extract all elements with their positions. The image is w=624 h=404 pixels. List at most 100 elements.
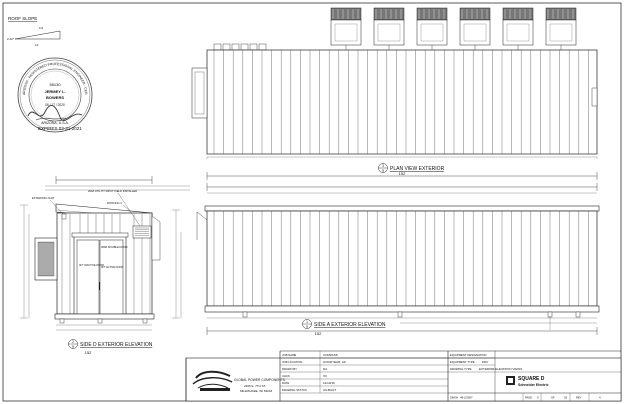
drawing-type-label: DRAWING TYPE <box>450 367 472 371</box>
plan-hvac-units <box>330 7 577 50</box>
side-d-exterior-light <box>61 213 67 220</box>
equipment-type-value: PDC <box>482 360 489 364</box>
lifting-lug <box>575 311 581 318</box>
disconnect-box <box>240 43 249 51</box>
company-line3: MILWAUKEE, WI 53218 <box>240 389 273 393</box>
side-a-view-sheet: 9 <box>306 325 308 329</box>
rooftop-hvac-unit <box>545 7 577 50</box>
rev-value: 4 <box>599 396 601 400</box>
side-d-inactive-door-label: 3FT INACTIVE DOOR <box>79 264 104 267</box>
roof-slope-title: ROOF SLOPE <box>8 16 37 21</box>
page-label: PAGE <box>525 396 532 400</box>
side-d-panel-louver <box>135 227 149 236</box>
roof-slope-detail: ROOF SLOPE 1/2 2.42° 12 <box>7 16 61 47</box>
plan-disconnect-boxes <box>213 43 267 51</box>
side-d-exterior-light-label: EXTERIOR LIGHT <box>32 196 55 200</box>
title-field-value: XX <box>323 374 327 378</box>
seal-state: ARIZONA, U.S.A. <box>41 121 69 125</box>
page-value: 9 <box>537 396 539 400</box>
equipment-designation-label: EQUIPMENT DESIGNATION <box>450 353 486 357</box>
company-line2: 2306 E. 7TH ST. <box>244 384 266 388</box>
rooftop-hvac-unit <box>373 7 405 50</box>
lifting-lug <box>142 318 148 324</box>
side-d-double-door-label: 3068 DOUBLE DOOR <box>101 245 128 249</box>
side-a-view-title: SIDE A EXTERIOR ELEVATION <box>314 322 386 328</box>
title-field-label: DRAWN BY <box>282 367 297 371</box>
brand-line2: Schneider Electric <box>518 383 549 387</box>
title-field-value: GOODYEAR, AZ <box>323 360 346 364</box>
seal-name-line1: JERMEY L. <box>44 89 65 94</box>
side-d-door-canopy <box>71 232 129 238</box>
title-field-label: DATE <box>282 381 289 385</box>
roof-slope-triangle <box>14 30 61 40</box>
side-a-view-number: 1 <box>306 320 308 324</box>
roof-slope-run: 12 <box>35 43 39 47</box>
title-field-label: JOB NAME <box>282 353 296 357</box>
of-label: OF <box>551 396 555 400</box>
title-field-label: DRAWING STATUS <box>282 388 307 392</box>
plan-view-sheet: 9 <box>382 169 384 173</box>
side-d-active-door-label: 3FT ACTIVE DOOR <box>101 266 123 269</box>
title-field-value: DA <box>323 367 327 371</box>
side-d-inactive-door[interactable] <box>76 239 100 315</box>
title-field-value: 12/10/19 <box>323 381 335 385</box>
drawing-type-value: EXTERIOR ELEVATION VIEWS <box>479 367 522 371</box>
title-field-label: CHCK <box>282 374 290 378</box>
side-d-view-sheet: 9 <box>72 345 74 349</box>
disconnect-box <box>213 43 222 51</box>
side-d-hvac-grille <box>38 243 54 275</box>
disconnect-box <box>258 43 267 51</box>
title-field-value: AS-BUILT <box>323 388 336 392</box>
company-line1: GLOBAL POWER COMPONENTS <box>234 378 286 382</box>
seal-signature <box>27 104 83 122</box>
plan-view-title: PLAN VIEW EXTERIOR <box>390 166 445 172</box>
lifting-lug <box>242 311 248 318</box>
rooftop-hvac-unit <box>330 7 362 50</box>
title-field-value: COMPASS <box>323 353 338 357</box>
rev-label: REV <box>576 396 582 400</box>
side-d-lifting-lugs <box>59 318 148 324</box>
side-a-elevation: 1 9 SIDE A EXTERIOR ELEVATION 152 <box>196 183 600 336</box>
lifting-lug <box>397 311 403 318</box>
of-value: 33 <box>564 396 568 400</box>
plan-roof-outline <box>206 49 598 155</box>
side-a-wall <box>206 210 598 307</box>
roof-slope-rise: 1/2 <box>39 26 44 30</box>
seal-name-line2: BOWERS <box>46 95 64 100</box>
side-d-dimension: 152 <box>85 350 92 355</box>
plan-view-number: 3 <box>382 164 384 168</box>
lifting-lug <box>59 318 65 324</box>
side-d-base <box>54 313 155 320</box>
plan-view: 152 3 9 PLAN VIEW EXTERIOR <box>191 7 598 180</box>
side-d-view-number: 2 <box>72 340 74 344</box>
side-d-active-door[interactable] <box>99 239 124 315</box>
side-d-view-title: SIDE D EXTERIOR ELEVATION <box>80 342 153 348</box>
plan-side-box <box>191 67 208 119</box>
side-a-wall-panels <box>213 211 589 306</box>
dwg-label: DWG# <box>450 396 458 400</box>
lifting-lug <box>97 318 103 324</box>
plan-end-box <box>591 87 598 107</box>
roof-slope-angle: 2.42° <box>7 37 15 41</box>
side-d-utility-input-label: 200A UTILITY INPUT FIELD INSTALLED <box>88 189 137 193</box>
disconnect-box <box>222 43 231 51</box>
side-a-base-rail <box>204 305 600 313</box>
plan-roof-panels <box>213 50 589 154</box>
equipment-type-label: EQUIPMENT TYPE <box>450 360 475 364</box>
brand-line1: SQUARE D <box>518 376 545 382</box>
title-field-label: JOB LOCATION <box>282 360 302 364</box>
gpc-logo <box>192 370 233 391</box>
side-a-roof-fascia <box>204 205 600 212</box>
disconnect-box <box>249 43 258 51</box>
title-block: JOB NAME COMPASS JOB LOCATION GOODYEAR, AZ D… <box>185 350 622 402</box>
rooftop-hvac-unit <box>416 7 448 50</box>
seal-number: 58130 <box>49 82 61 87</box>
plan-side-box-inner <box>194 71 205 115</box>
seal-ring-text: ARIZONA · REGISTERED PROFESSIONAL ENGINE… <box>0 0 88 95</box>
svg-text:ARIZONA · REGISTERED PROFESSIO: ARIZONA · REGISTERED PROFESSIONAL ENGINE… <box>0 0 88 95</box>
dwg-value: 49-2/2057 <box>460 396 473 400</box>
disconnect-box <box>231 43 240 51</box>
seal-signed-date: 06 / 17 / 2020 <box>45 103 65 107</box>
square-d-logo: SQUARE D Schneider Electric <box>506 376 549 387</box>
